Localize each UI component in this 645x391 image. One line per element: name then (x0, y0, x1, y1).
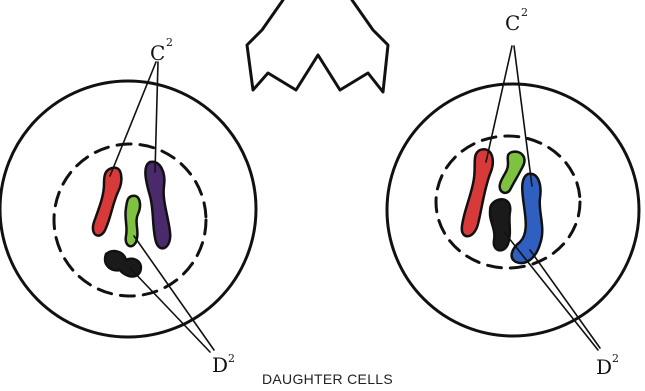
diagram-caption: DAUGHTER CELLS (262, 371, 393, 387)
left-c2-label: C (150, 41, 165, 65)
left-chromosome-red (93, 168, 121, 236)
left-c2-pointer-purple (155, 62, 158, 172)
right-chromosome-black (490, 199, 510, 250)
left-daughter-cell: C 2 D 2 (0, 36, 256, 377)
right-c2-label: C (505, 11, 520, 35)
left-d2-pointer-black (130, 268, 210, 352)
right-d2-label: D (596, 355, 612, 379)
left-chromosome-purple (145, 162, 170, 249)
left-c2-pointer-red (110, 62, 156, 176)
right-daughter-cell: C 2 D 2 (387, 6, 639, 379)
split-arrow (247, 0, 388, 92)
right-chromosome-blue (512, 174, 543, 263)
left-d2-label: D (212, 353, 228, 377)
right-d2-pointer-black (504, 232, 598, 350)
left-c2-superscript: 2 (166, 36, 173, 49)
left-chromosome-green (125, 196, 140, 246)
right-d2-superscript: 2 (612, 352, 619, 365)
right-chromosome-green (500, 152, 525, 193)
left-d2-superscript: 2 (228, 352, 235, 365)
right-c2-pointer-red (486, 46, 512, 162)
right-cell-membrane (387, 84, 639, 336)
right-c2-superscript: 2 (521, 6, 528, 19)
right-chromosome-red (462, 149, 493, 236)
